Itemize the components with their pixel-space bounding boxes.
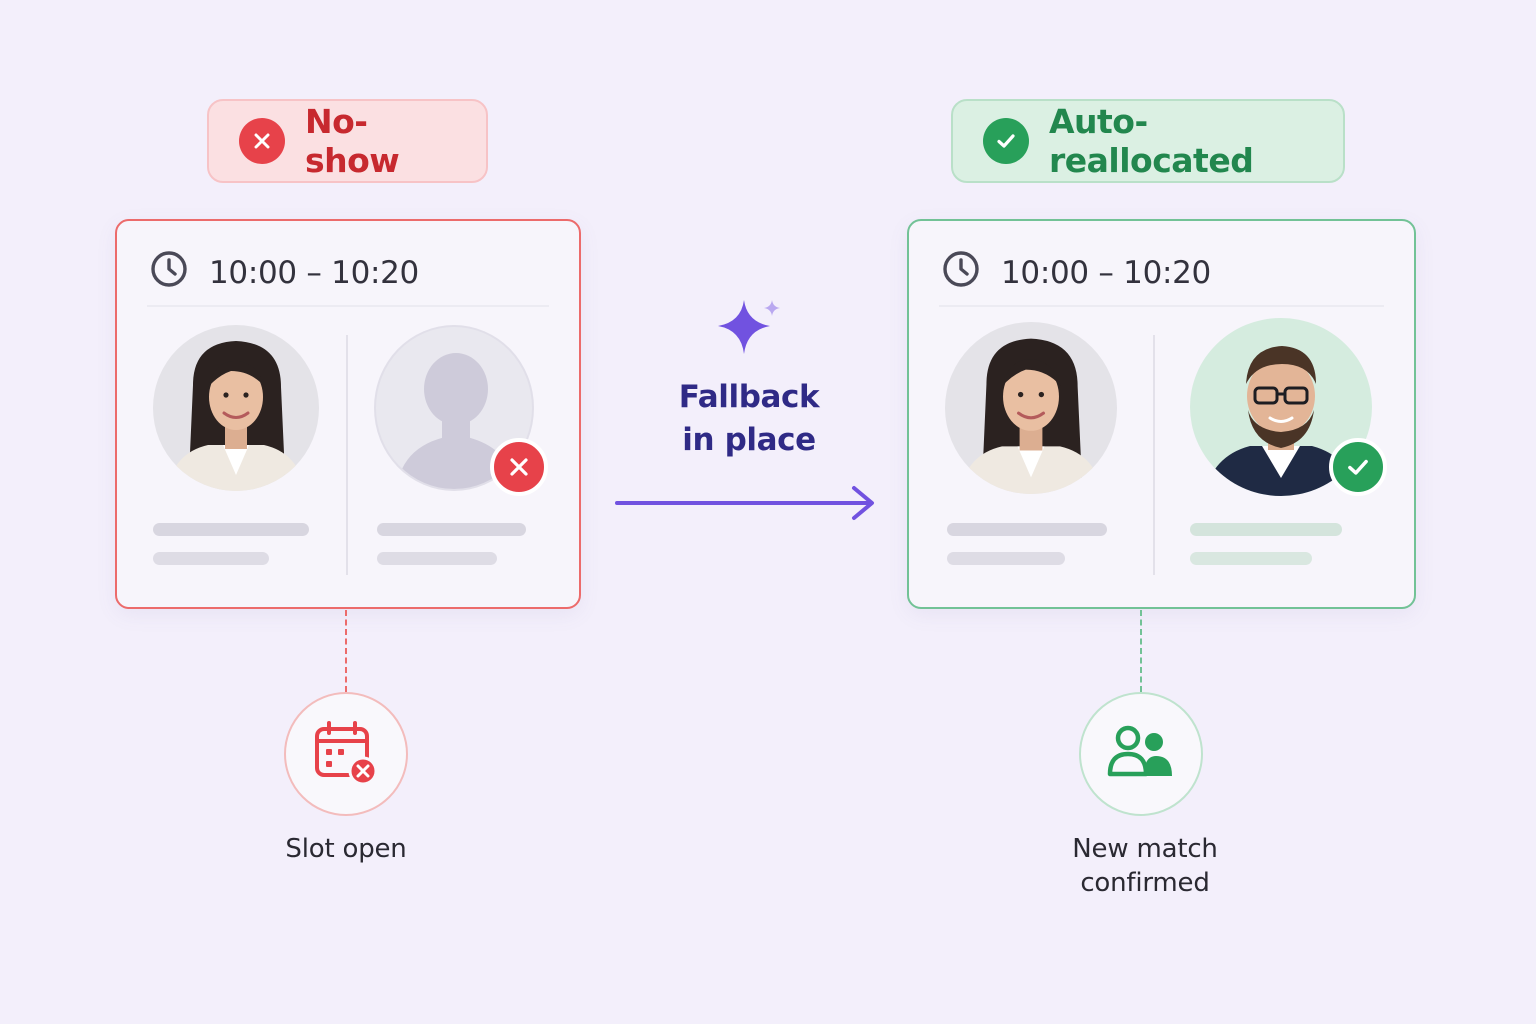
no-show-badge: No-show xyxy=(207,99,488,183)
check-circle-icon xyxy=(983,118,1029,164)
new-match-name-placeholder xyxy=(1190,523,1342,536)
slot-open-indicator xyxy=(284,692,408,816)
slot-open-caption: Slot open xyxy=(285,834,407,864)
participant-avatar-woman xyxy=(153,325,319,491)
header-divider xyxy=(939,305,1384,307)
confirmed-check-icon xyxy=(1329,438,1387,496)
users-icon xyxy=(1106,724,1176,784)
empty-name-placeholder xyxy=(377,523,526,536)
new-match-detail-placeholder xyxy=(1190,552,1312,565)
reallocated-slot-card: 10:00 – 10:20 xyxy=(907,219,1416,609)
new-match-caption-line2: confirmed xyxy=(1080,868,1210,898)
clock-icon xyxy=(149,249,189,297)
slot-time-header: 10:00 – 10:20 xyxy=(149,249,419,297)
new-match-indicator xyxy=(1079,692,1203,816)
auto-reallocated-badge: Auto-reallocated xyxy=(951,99,1345,183)
participant-avatar-woman xyxy=(945,322,1117,494)
fallback-label-line1: Fallback xyxy=(678,379,820,415)
fallback-label-line2: in place xyxy=(682,422,816,458)
participant-divider xyxy=(346,335,348,575)
new-match-connector xyxy=(1140,610,1142,692)
participant-detail-placeholder xyxy=(153,552,269,565)
auto-reallocated-label: Auto-reallocated xyxy=(1049,102,1254,180)
no-show-slot-card: 10:00 – 10:20 xyxy=(115,219,581,609)
participant-name-placeholder xyxy=(153,523,309,536)
slot-time-range: 10:00 – 10:20 xyxy=(209,255,419,291)
slot-time-header: 10:00 – 10:20 xyxy=(941,249,1211,297)
new-match-caption-line1: New match xyxy=(1072,834,1218,864)
slot-time-range: 10:00 – 10:20 xyxy=(1001,255,1211,291)
x-circle-icon xyxy=(239,118,285,164)
new-match-caption: New match confirmed xyxy=(1040,832,1250,900)
empty-detail-placeholder xyxy=(377,552,497,565)
empty-avatar-placeholder xyxy=(374,325,534,491)
clock-icon xyxy=(941,249,981,297)
no-show-label: No-show xyxy=(305,102,400,180)
arrow-right-icon xyxy=(614,484,880,526)
header-divider xyxy=(147,305,549,307)
participant-detail-placeholder xyxy=(947,552,1065,565)
sparkle-icon xyxy=(712,296,786,364)
slot-open-connector xyxy=(345,610,347,692)
calendar-x-icon xyxy=(311,717,381,791)
fallback-label: Fallback in place xyxy=(640,376,858,462)
no-show-x-icon xyxy=(490,438,548,496)
participant-name-placeholder xyxy=(947,523,1107,536)
participant-divider xyxy=(1153,335,1155,575)
